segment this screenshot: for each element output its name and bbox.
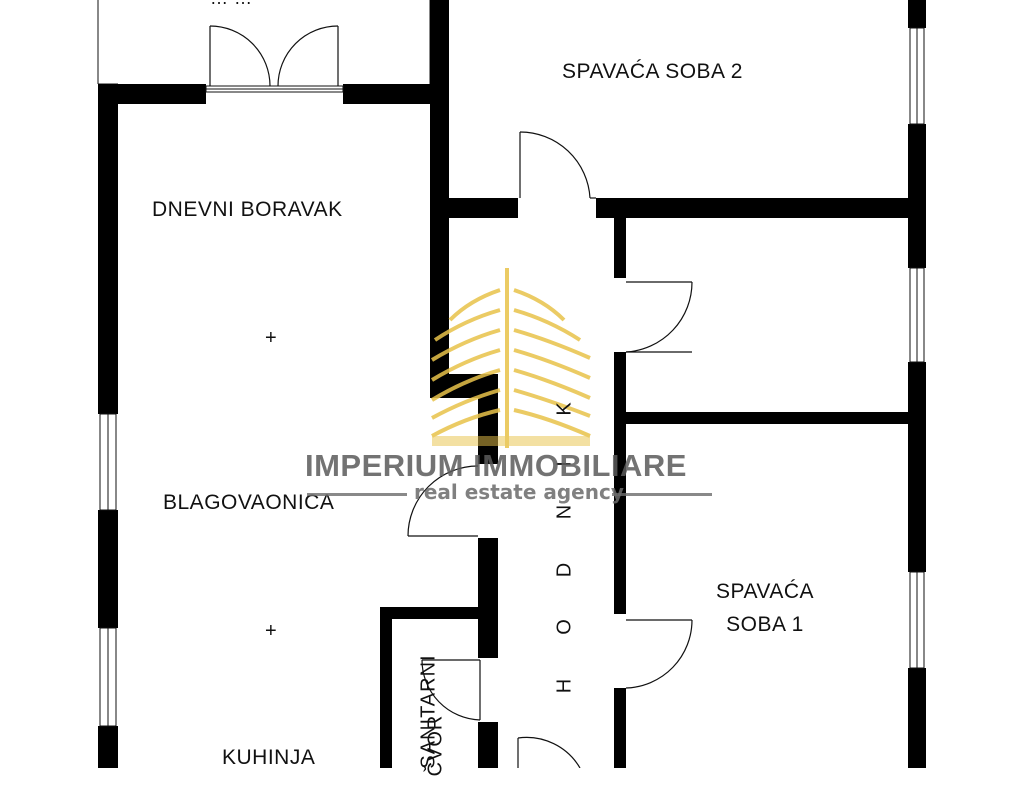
living-room-label: DNEVNI BORAVAK	[152, 198, 343, 221]
hallway-letter-3: D	[553, 561, 576, 578]
plus-marker-2: +	[265, 620, 278, 642]
hallway-letter-6: K	[553, 401, 576, 416]
doors	[209, 25, 693, 768]
watermark-rule-right	[612, 493, 712, 496]
thin-outline	[97, 0, 431, 85]
bathroom-label-line2: ČVOR	[424, 714, 447, 777]
bedroom1-label-line2: SOBA 1	[726, 613, 804, 636]
watermark-rule-left	[307, 493, 407, 496]
kitchen-label: KUHINJA	[222, 746, 316, 769]
hallway-letter-2: O	[553, 618, 576, 635]
plus-marker-1: +	[265, 327, 278, 349]
windows	[99, 27, 925, 727]
hallway-letter-1: H	[553, 677, 576, 694]
top-room-label: … …	[210, 0, 253, 9]
floor-plan	[97, 0, 926, 768]
watermark-logo	[430, 268, 591, 448]
bedroom1-label-line1: SPAVAĆA	[715, 580, 815, 603]
watermark-brand: IMPERIUM IMMOBILIARE	[305, 448, 687, 483]
watermark-tagline: real estate agency	[414, 480, 624, 504]
dining-label: BLAGOVAONICA	[163, 491, 335, 514]
bedroom2-label: SPAVAĆA SOBA 2	[562, 60, 743, 83]
walls	[98, 0, 926, 768]
